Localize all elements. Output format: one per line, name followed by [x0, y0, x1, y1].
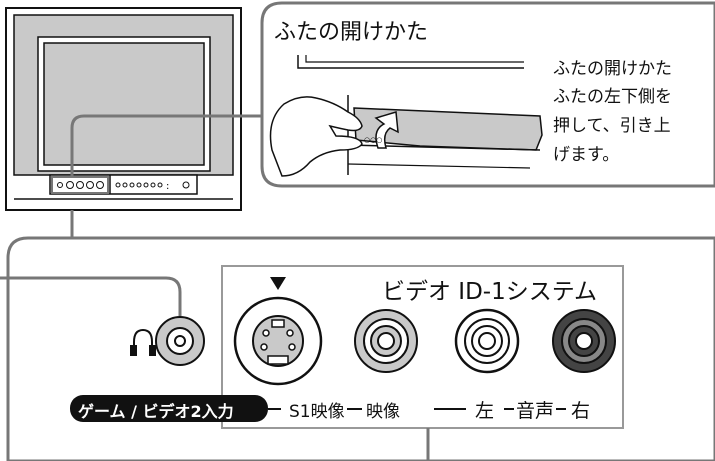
callout-connector: [70, 114, 262, 240]
lid-instruction-1: ふたの開けかた: [553, 59, 672, 79]
lid-instruction-3: 押して、引き上: [553, 116, 671, 136]
lid-instruction-2: ふたの左下側を: [553, 87, 672, 107]
lid-instruction-4: げます。: [553, 145, 620, 165]
left-label: 左: [475, 400, 495, 422]
down-triangle-icon: [270, 277, 286, 290]
system-label: ビデオ ID-1システム: [382, 279, 598, 305]
lid-callout-panel: ○○○: [260, 1, 715, 188]
right-label: 右: [571, 400, 591, 422]
lid-title: ふたの開けかた: [274, 20, 429, 45]
s1-video-jack: [233, 296, 323, 386]
headphone-jack: [155, 316, 205, 366]
headphone-icon: [130, 328, 156, 356]
svg-text::: :: [166, 181, 169, 192]
input-badge-bg: [70, 395, 268, 422]
audio-left-jack: [454, 308, 520, 374]
tv-set: :: [5, 7, 242, 211]
input-badge: ゲーム / ビデオ2入力: [78, 402, 234, 421]
video-label: 映像: [366, 402, 400, 422]
audio-label: 音声: [516, 400, 555, 422]
s1-video-label: S1映像: [289, 402, 345, 422]
svg-text:○○○: ○○○: [364, 136, 382, 144]
audio-right-jack: [552, 309, 616, 373]
video-jack: [354, 309, 418, 373]
